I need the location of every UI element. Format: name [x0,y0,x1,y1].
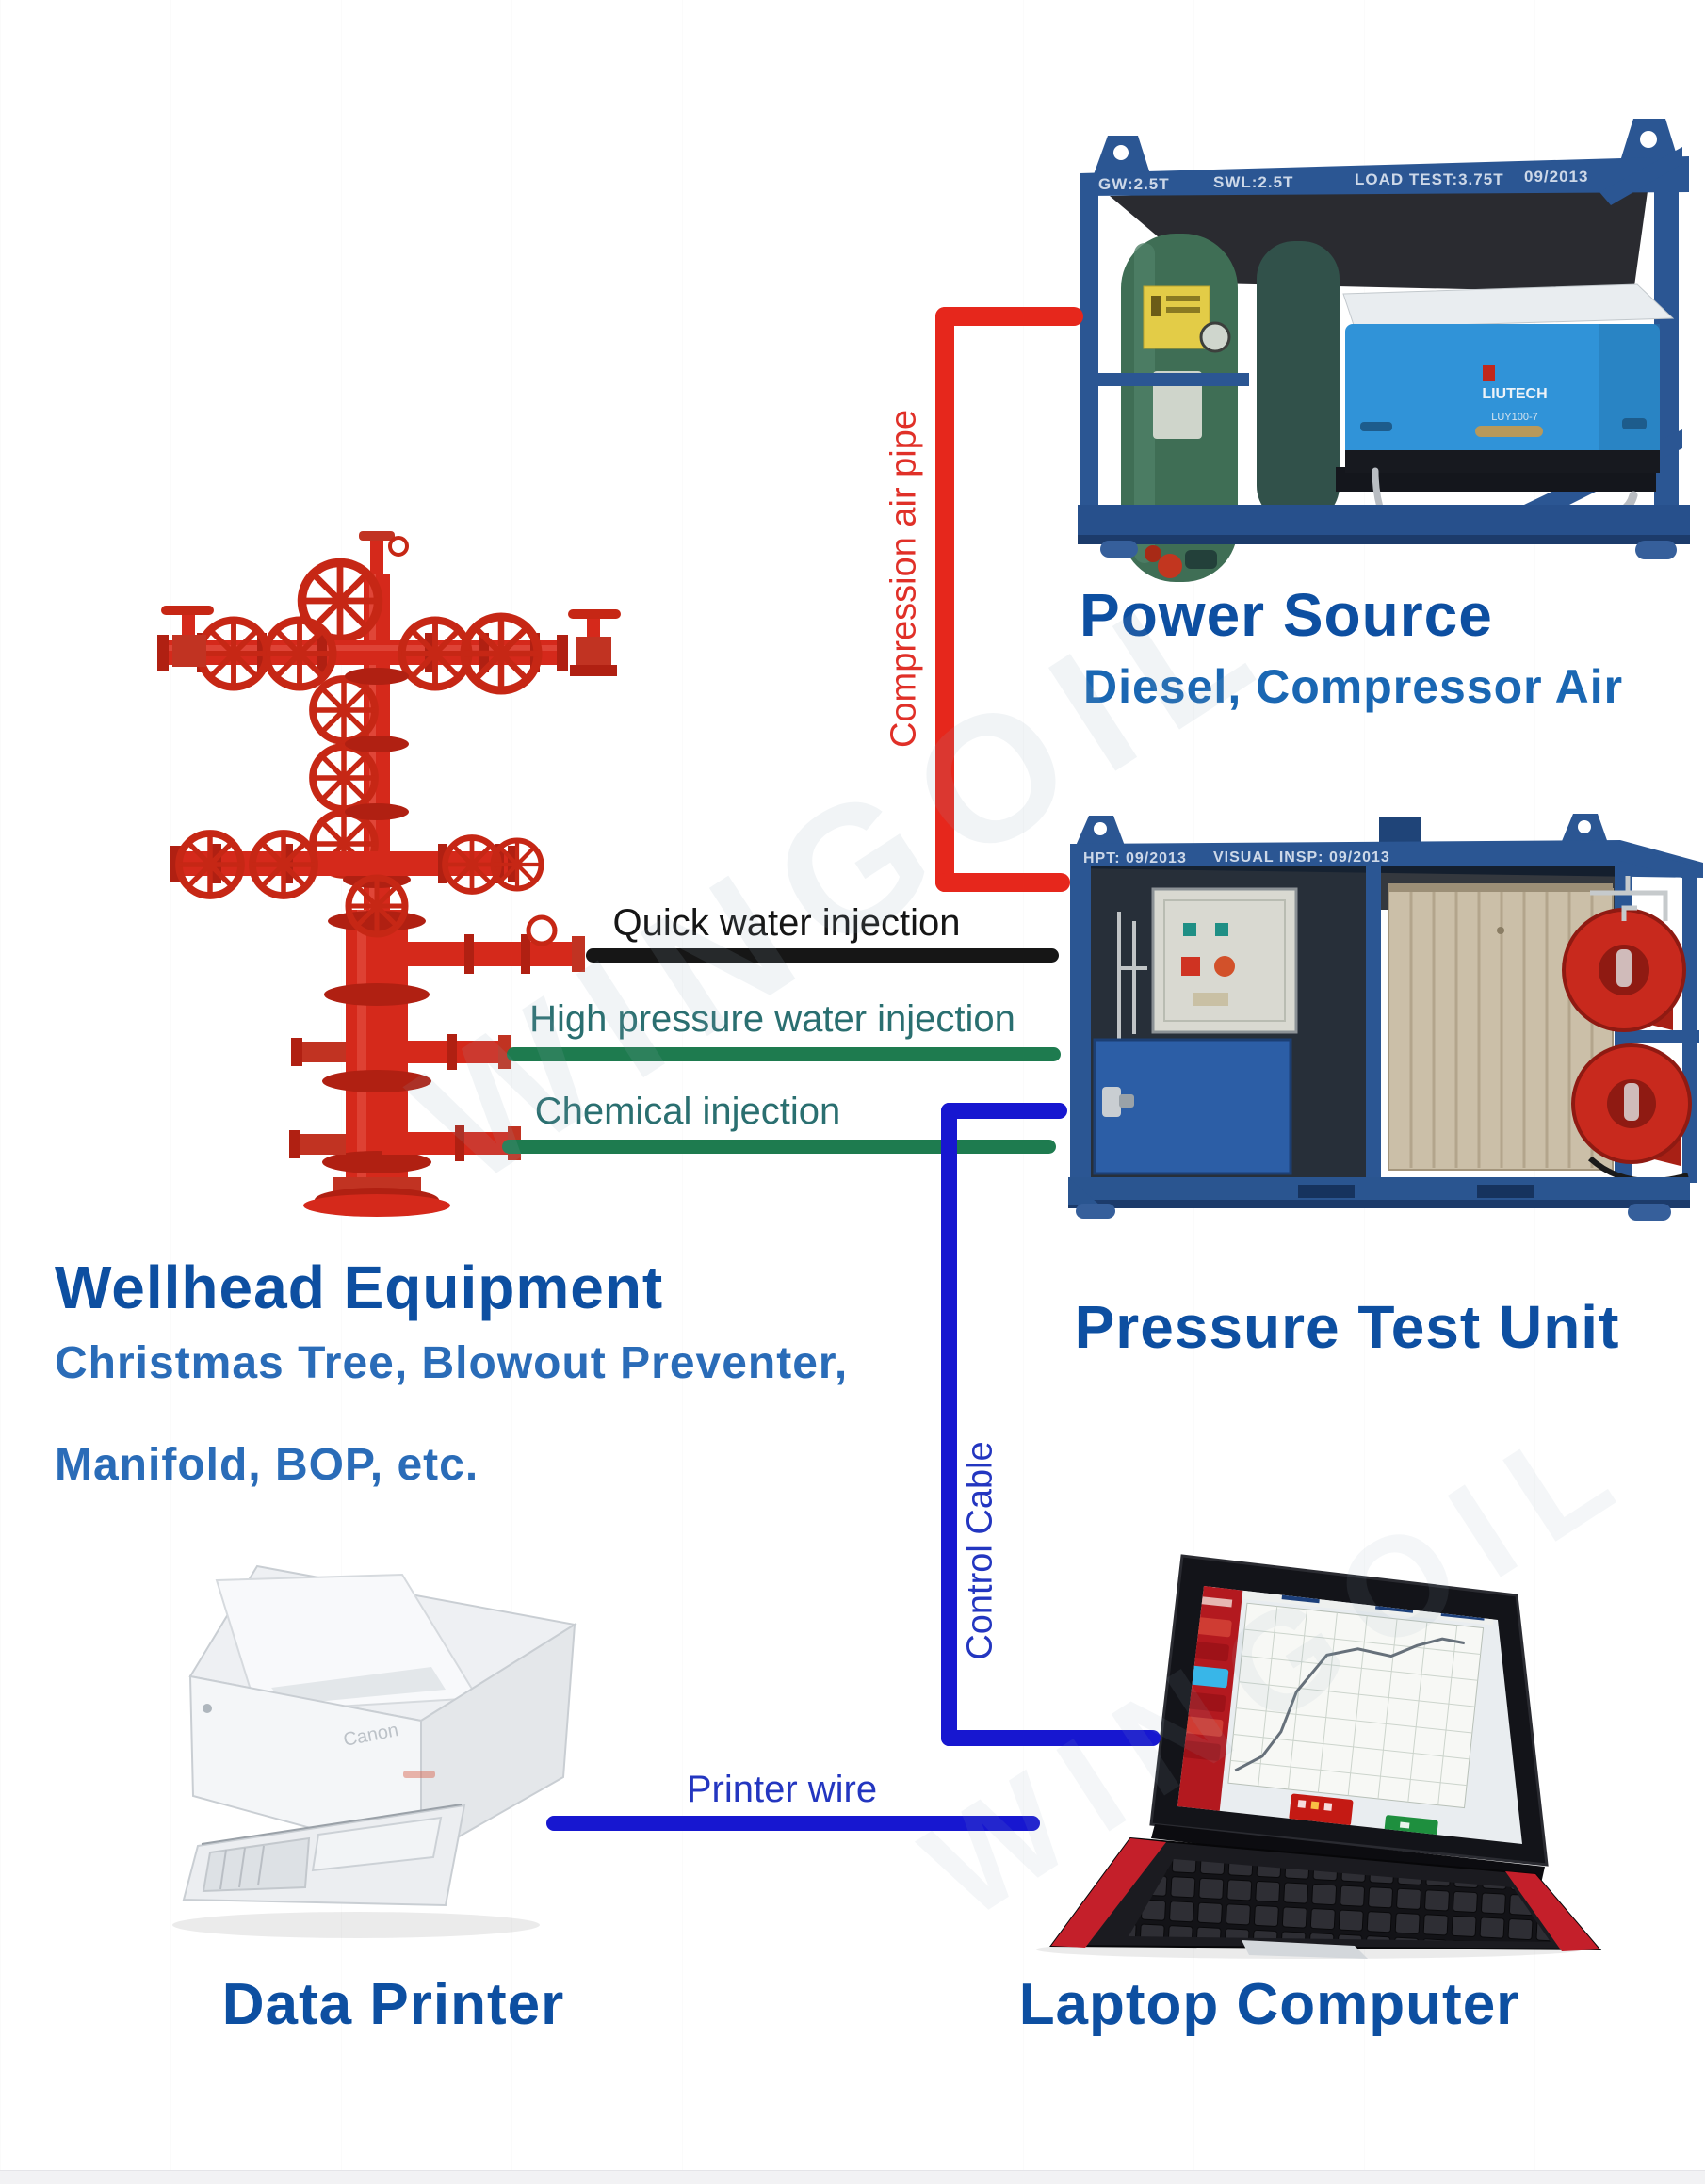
laptop-computer-title: Laptop Computer [1018,1972,1520,2037]
power-top-beam [1080,156,1689,196]
pressure-frame-text-visual: VISUAL INSP: 09/2013 [1213,849,1390,866]
printer-wire-line [546,1816,1040,1831]
christmas-tree [157,531,621,1217]
chemical-injection-label: Chemical injection [534,1091,841,1132]
printer-label [403,1771,435,1778]
power-frame-text-swl: SWL:2.5T [1213,173,1293,191]
wellhead-photo [157,531,621,1217]
power-skid [1078,505,1690,559]
laptop-red-trim-left [1051,1838,1166,1948]
compression-pipe-vertical-segment [935,307,954,892]
high-pressure-line [507,1047,1061,1061]
pressure-control-cabinet [1151,887,1298,1034]
compressor-brand: LIUTECH [1482,386,1547,402]
laptop-photo [1036,1554,1602,1959]
power-frame-text-date: 09/2013 [1524,168,1588,186]
tree-outlet-high-pressure [382,1034,512,1070]
pressure-hose-reel-lower [1571,1043,1692,1184]
quick-water-line [586,948,1059,963]
power-source-photo: GW:2.5T SWL:2.5T LOAD TEST:3.75T 09/2013 [1078,119,1690,582]
control-cable-label: Control Cable [960,1441,1000,1660]
pressure-hose-reel-upper [1562,905,1686,1032]
control-cable-top-segment [941,1103,1067,1119]
compression-air-pipe-label: Compression air pipe [884,409,924,749]
quick-water-injection-label: Quick water injection [612,902,961,944]
compressor-model: LUY100-7 [1491,412,1538,423]
control-cable-bottom-segment [941,1730,1161,1746]
wellhead-equipment-title: Wellhead Equipment [55,1254,664,1321]
power-frame-text-loadtest: LOAD TEST:3.75T [1355,170,1504,188]
tree-outlet-quick-water [382,914,585,974]
pressure-lifting-lugs [1076,814,1609,846]
printer-wire-label: Printer wire [686,1769,878,1810]
power-compressor: LIUTECH LUY100-7 [1336,283,1675,492]
power-frame-shadow [1110,185,1648,293]
printer-power-button [203,1704,212,1713]
chemical-line [502,1140,1056,1154]
power-source-subtitle: Diesel, Compressor Air [1083,660,1624,713]
laptop-keyboard [1129,1859,1551,1942]
high-pressure-water-injection-label: High pressure water injection [529,998,1015,1040]
printer-shadow [172,1912,540,1938]
pressure-frame-text-hpt: HPT: 09/2013 [1083,850,1187,866]
pressure-top-fittings [1590,876,1668,921]
laptop-red-trim-right [1505,1871,1599,1951]
pressure-skid [1068,1177,1690,1221]
printer-photo: Canon [172,1564,577,1938]
compression-pipe-bottom-segment [935,873,1070,892]
control-cable-vertical-segment [941,1103,957,1746]
power-crossbar [1080,373,1249,386]
power-source-title: Power Source [1080,581,1493,649]
wellhead-subtitle-line1: Christmas Tree, Blowout Preventer, [55,1338,849,1388]
pressure-lower-door [1093,1038,1292,1175]
compression-pipe-top-segment [935,307,1083,326]
wellhead-subtitle-line2: Manifold, BOP, etc. [55,1440,479,1490]
power-air-tank [1121,234,1238,582]
power-frame-text-gw: GW:2.5T [1098,175,1170,193]
laptop-touchpad [1242,1940,1368,1959]
data-printer-title: Data Printer [221,1972,565,2037]
page-bottom-strip [0,2170,1705,2184]
power-reserve-vessel [1257,241,1340,524]
printer-body [182,1564,577,1907]
pressure-test-unit-photo: HPT: 09/2013 VISUAL INSP: 09/2013 [1068,814,1703,1221]
pressure-test-unit-title: Pressure Test Unit [1074,1293,1620,1361]
